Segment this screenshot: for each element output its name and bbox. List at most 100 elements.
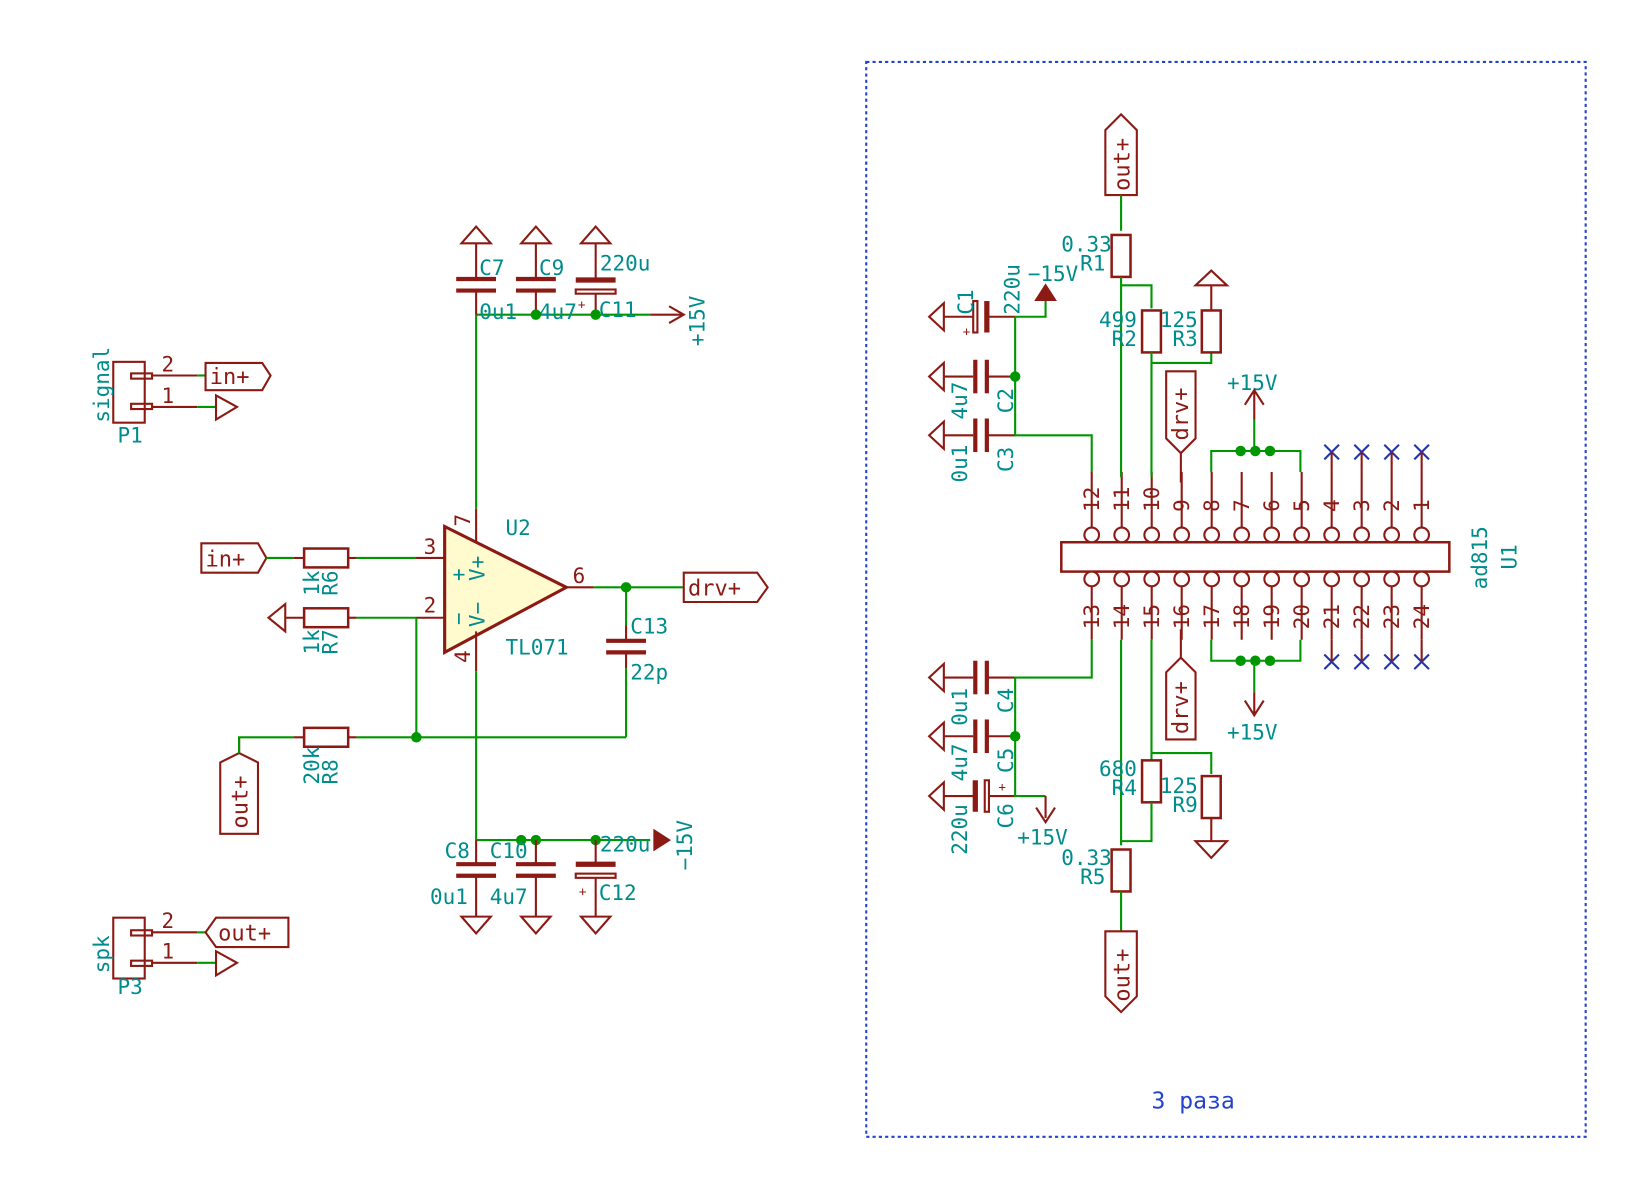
ground-symbol <box>214 949 240 978</box>
connector-p1[interactable]: 2 1 signal P1 <box>90 347 217 448</box>
net-label-in-plus[interactable]: in+ <box>204 361 272 392</box>
svg-text:out+: out+ <box>1110 138 1135 191</box>
ic-pin-pad <box>1233 526 1251 544</box>
svg-text:22p: 22p <box>630 661 668 685</box>
svg-text:C13: C13 <box>630 614 668 638</box>
svg-text:drv+: drv+ <box>688 577 741 602</box>
sheet-region-frame <box>865 60 1587 1138</box>
svg-text:6: 6 <box>573 564 586 588</box>
net-label-drv-plus[interactable]: drv+ <box>1165 656 1197 741</box>
ic-pin-number: 6 <box>1260 499 1284 512</box>
svg-text:R6: R6 <box>319 570 343 595</box>
svg-text:C6: C6 <box>994 803 1018 828</box>
svg-text:out+: out+ <box>228 776 253 829</box>
power-label: −15V <box>1028 262 1079 286</box>
connector-ref: P3 <box>117 975 142 999</box>
ic-pin-number: 12 <box>1080 487 1104 512</box>
ic-pin-number: 20 <box>1290 604 1314 629</box>
svg-text:out+: out+ <box>218 922 271 947</box>
ic-pin-number: 7 <box>1230 499 1254 512</box>
capacitor-c6[interactable]: + 220u C6 <box>927 779 1018 855</box>
ic-pin-pad <box>1353 526 1371 544</box>
ic-pin-number: 9 <box>1170 499 1194 512</box>
svg-text:V+: V+ <box>466 556 490 581</box>
svg-text:220u: 220u <box>600 252 651 276</box>
svg-text:4u7: 4u7 <box>539 300 577 324</box>
svg-text:+: + <box>578 296 586 311</box>
svg-text:7: 7 <box>451 514 475 527</box>
svg-text:+: + <box>998 779 1006 794</box>
svg-text:R4: R4 <box>1112 776 1137 800</box>
junction-dot <box>1264 655 1276 666</box>
capacitor-c10[interactable]: C10 4u7 <box>490 839 556 935</box>
net-label-drv-plus[interactable]: drv+ <box>1165 370 1197 455</box>
junction-dot <box>1264 445 1276 457</box>
ic-pin-number: 24 <box>1410 604 1434 629</box>
ic-pin-pad <box>1173 526 1191 544</box>
svg-text:C7: C7 <box>479 256 504 280</box>
resistor-r4[interactable]: 680 R4 <box>1099 757 1163 804</box>
ic-pin-number: 2 <box>1380 499 1404 512</box>
capacitor-c1[interactable]: + C1 220u <box>927 264 1024 339</box>
ic-pin-pad <box>1413 526 1431 544</box>
ic-pin-pad <box>1383 526 1401 544</box>
resistor-r7[interactable]: 1k R7 <box>300 607 350 654</box>
connector-p3[interactable]: 2 1 spk P3 <box>90 909 217 999</box>
net-label-drv-plus[interactable]: drv+ <box>682 571 769 604</box>
capacitor-c12[interactable]: + 220u C12 <box>574 833 651 935</box>
svg-text:20k: 20k <box>300 746 324 784</box>
capacitor-c9[interactable]: C9 4u7 <box>515 224 577 324</box>
svg-text:220u: 220u <box>600 833 651 857</box>
svg-text:R5: R5 <box>1080 865 1105 889</box>
ic-pin-pad <box>1173 570 1191 588</box>
ic-pin-number: 13 <box>1080 604 1104 629</box>
capacitor-c8[interactable]: C8 0u1 <box>430 839 497 935</box>
power-arrow-icon <box>1243 692 1265 718</box>
capacitor-c7[interactable]: C7 0u1 <box>456 224 517 324</box>
opamp-u2[interactable]: 3 2 6 7 4 + − V+ V− U2 TL071 <box>424 514 586 663</box>
resistor-r5[interactable]: 0.33 R5 <box>1061 846 1132 893</box>
ic-pin-number: 10 <box>1140 487 1164 512</box>
ic-pin-pad <box>1323 526 1341 544</box>
junction-dot <box>530 309 542 320</box>
svg-text:4u7: 4u7 <box>948 382 972 420</box>
junction-dot <box>1009 731 1021 742</box>
resistor-r9[interactable]: 125 R9 <box>1160 774 1230 860</box>
resistor-r3[interactable]: 125 R3 <box>1160 269 1230 354</box>
svg-text:+: + <box>579 884 587 899</box>
connector-ref: P1 <box>117 424 142 448</box>
capacitor-c3[interactable]: 0u1 C3 <box>927 418 1018 482</box>
resistor-r1[interactable]: 0.33 R1 <box>1061 233 1132 279</box>
svg-text:R7: R7 <box>319 629 343 654</box>
power-arrow-icon <box>653 828 672 852</box>
connector-value: spk <box>90 935 114 973</box>
ic-pin-number: 18 <box>1230 604 1254 629</box>
pin-number: 1 <box>162 384 175 408</box>
ic-pin-pad <box>1203 526 1221 544</box>
ic-pin-number: 5 <box>1290 499 1314 512</box>
ic-u1[interactable]: ad815 U1 <box>1060 526 1521 589</box>
svg-text:+: + <box>963 324 971 339</box>
svg-text:+: + <box>447 568 471 581</box>
capacitor-c5[interactable]: 4u7 C5 <box>927 719 1018 781</box>
junction-dot <box>1250 445 1261 457</box>
capacitor-c13[interactable]: C13 22p <box>606 614 668 685</box>
ic-pin-number: 23 <box>1380 604 1404 629</box>
repeat-note: 3 раза <box>1151 1089 1234 1115</box>
net-label-out-plus[interactable]: out+ <box>204 916 290 949</box>
capacitor-c2[interactable]: 4u7 C2 <box>927 359 1018 420</box>
opamp-ref: U2 <box>505 516 530 540</box>
power-arrow-icon <box>668 305 686 324</box>
net-label-in-plus[interactable]: in+ <box>200 542 268 574</box>
svg-text:R9: R9 <box>1172 793 1197 817</box>
resistor-r2[interactable]: 499 R2 <box>1099 308 1163 354</box>
net-label-out-plus[interactable]: out+ <box>1104 930 1138 1014</box>
resistor-r8[interactable]: 20k R8 <box>300 726 350 785</box>
ic-pin-pad <box>1263 570 1281 588</box>
resistor-r6[interactable]: 1k R6 <box>300 547 350 596</box>
capacitor-c4[interactable]: 0u1 C4 <box>927 660 1018 726</box>
net-label-out-plus[interactable]: out+ <box>1104 112 1138 197</box>
capacitor-c11[interactable]: + 220u C11 <box>574 224 651 322</box>
ic-pin-pad <box>1413 570 1431 588</box>
